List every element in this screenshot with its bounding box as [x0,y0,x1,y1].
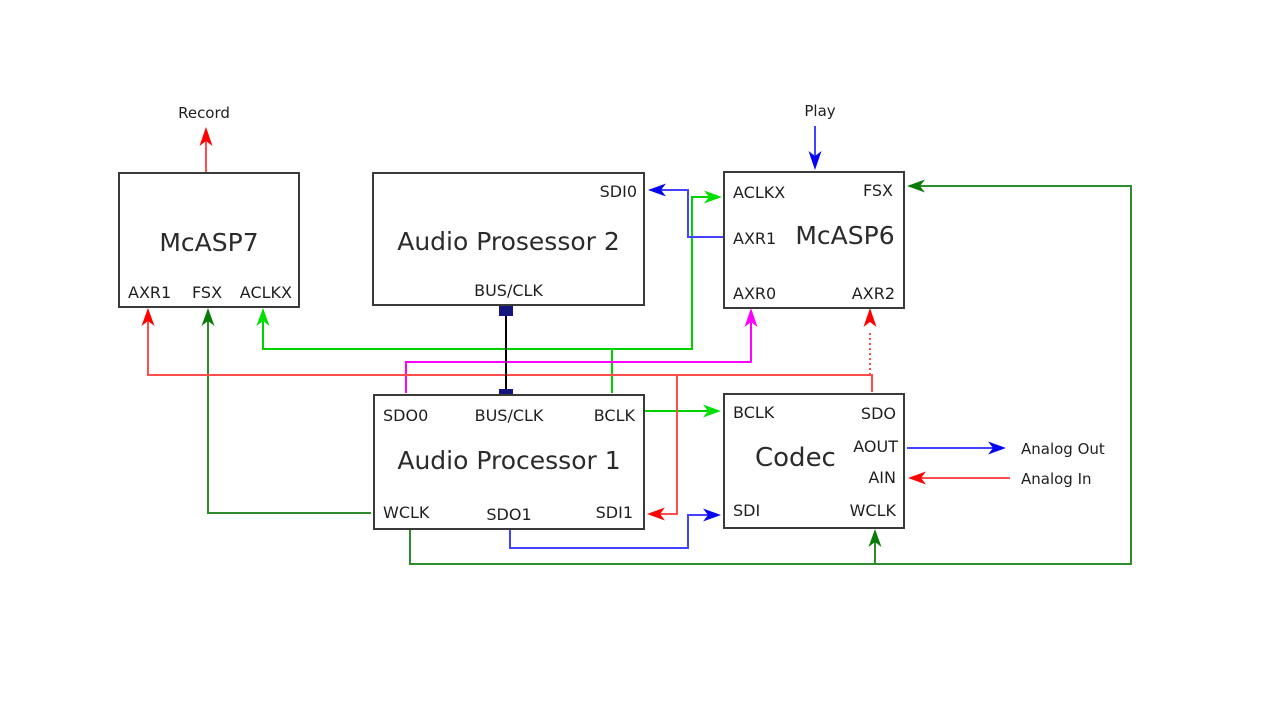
arrow-analog-out-icon [988,441,1006,455]
mcasp7-pin-axr1: AXR1 [128,283,172,302]
wire-sdo1-to-sdi [509,514,717,549]
arrow-mcasp6-fsx-icon [907,179,925,193]
arrow-mcasp6-axr2-icon [863,308,877,327]
wire-sdo-main [147,310,873,392]
arrow-record-icon [199,127,213,146]
mcasp7-pin-fsx: FSX [192,283,223,302]
codec-pin-sdi: SDI [733,501,761,520]
block-audio-prosessor-2: SDI0 Audio Prosessor 2 BUS/CLK [372,172,645,306]
block-mcasp6: ACLKX FSX AXR1 McASP6 AXR0 AXR2 [723,171,905,309]
ap1-pin-wclk: WCLK [383,503,430,522]
arrow-codec-wclk-icon [868,529,882,547]
wire-bclk-to-aclkx-rail [262,196,718,350]
ap1-pin-sdo1: SDO1 [486,505,532,524]
mcasp7-pin-aclkx: ACLKX [239,283,292,302]
arrow-ap1-sdi1-icon [647,507,665,521]
arrow-play-icon [808,151,822,170]
codec-title: Codec [755,443,836,473]
wire-sdo-to-sdi1 [650,375,678,515]
ap1-pin-sdo0: SDO0 [383,406,429,425]
block-mcasp7: McASP7 AXR1 FSX ACLKX [118,172,300,308]
mcasp6-pin-axr0: AXR0 [733,284,777,303]
arrow-mcasp6-axr0-icon [744,308,758,327]
wire-wclk-bottom-rail [409,185,1132,565]
arrow-mcasp7-fsx-icon [201,308,215,326]
codec-pin-wclk: WCLK [849,501,896,520]
block-codec: BCLK SDO AOUT Codec AIN SDI WCLK [723,393,905,529]
ap2-title: Audio Prosessor 2 [397,227,620,256]
mcasp6-title: McASP6 [795,221,895,250]
arrow-codec-bclk-icon [703,404,721,418]
codec-pin-aout: AOUT [853,437,898,456]
wire-sdo0-to-axr0 [405,312,752,393]
mcasp6-pin-fsx: FSX [862,181,893,200]
play-label: Play [804,102,836,120]
codec-pin-sdo: SDO [860,404,896,423]
codec-pin-ain: AIN [868,468,896,487]
ap2-pin-sdi0: SDI0 [599,182,637,201]
ap1-pin-bus-clk: BUS/CLK [474,406,544,425]
mcasp6-pin-aclkx: ACLKX [733,183,786,202]
arrow-mcasp6-aclkx-icon [704,190,722,204]
mcasp6-pin-axr2: AXR2 [851,284,895,303]
ap1-title: Audio Processor 1 [397,446,621,475]
analog-in-label: Analog In [1021,470,1092,488]
codec-pin-bclk: BCLK [733,403,775,422]
mcasp7-title: McASP7 [159,228,259,257]
analog-out-label: Analog Out [1021,440,1105,458]
ap1-pin-sdi1: SDI1 [595,503,633,522]
block-audio-processor-1: SDO0 BUS/CLK BCLK Audio Processor 1 WCLK… [373,394,645,530]
wire-axr1-to-sdi0 [651,189,723,238]
record-label: Record [178,104,230,122]
arrow-analog-in-icon [908,471,926,485]
arrow-codec-sdi-icon [703,508,721,522]
arrow-ap2-sdi0-icon [648,183,666,197]
mcasp6-pin-axr1: AXR1 [733,229,777,248]
ap1-pin-bclk: BCLK [593,406,635,425]
wire-wclk-to-mcasp7-fsx [207,310,371,514]
ap2-pin-bus-clk: BUS/CLK [474,281,543,300]
arrow-mcasp7-axr1-icon [141,308,155,326]
arrow-mcasp7-aclkx-icon [256,308,270,326]
